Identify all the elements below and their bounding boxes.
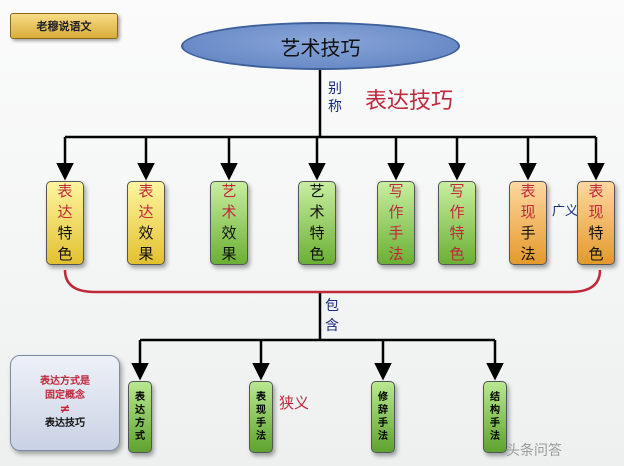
node-top-5-line1-char: 作 [388,203,404,221]
node-top-7-line2-char: 手 [520,224,536,242]
node-top-3: 艺术效果 [210,181,248,265]
node-bottom-1-char: 表 [135,392,145,403]
broad-label: 广义 [552,204,579,219]
note-line1: 表达方式是 [40,376,90,387]
note-box: 表达方式是 固定概念 ≠ 表达技巧 [10,355,120,451]
grouping-brace [63,269,602,294]
node-top-3-line2-char: 效 [221,224,237,242]
node-bottom-1: 表达方式 [128,381,152,453]
node-top-7: 表现手法 [509,181,547,265]
node-top-2-line1-char: 表 [138,182,154,200]
node-top-1-line1-char: 达 [57,203,73,221]
not-equal-sign: ≠ [59,402,71,417]
node-top-5-line2-char: 法 [388,245,404,263]
node-top-6: 写作特色 [438,181,476,265]
node-top-2: 表达效果 [127,181,165,265]
node-bottom-3-char: 修 [378,392,388,403]
node-bottom-4-char: 法 [490,431,500,442]
node-bottom-2-char: 法 [256,431,266,442]
node-top-2-line2-char: 效 [138,224,154,242]
node-top-5-line2-char: 手 [388,224,404,242]
node-top-3-line2-char: 果 [221,245,237,263]
node-top-3-line1-char: 艺 [221,182,237,200]
node-top-8-line1-char: 现 [588,203,604,221]
node-top-8-line2-char: 特 [588,224,604,242]
node-top-1-line2-char: 色 [57,245,73,263]
node-bottom-1-char: 式 [135,431,145,442]
note-line3: 表达技巧 [45,418,85,429]
node-top-7-line1-char: 现 [520,203,536,221]
node-top-4: 艺术特色 [298,181,336,265]
node-bottom-3-char: 辞 [378,405,388,416]
narrow-label: 狭义 [279,394,310,412]
note-line2: 固定概念 [45,390,85,401]
alias-title: 表达技巧 [365,89,454,114]
node-top-1-line2-char: 特 [57,224,73,242]
node-bottom-4-char: 结 [490,392,500,403]
node-top-7-line2-char: 法 [520,245,536,263]
node-top-2-line1-char: 达 [138,203,154,221]
node-top-4-line1-char: 艺 [309,182,325,200]
node-top-4-line1-char: 术 [309,203,325,221]
node-bottom-4-char: 构 [490,405,500,416]
root-node: 艺术技巧 [181,22,460,70]
node-top-5-line1-char: 写 [388,182,404,200]
node-bottom-1-char: 方 [135,418,145,429]
node-top-2-line2-char: 果 [138,245,154,263]
node-bottom-2-char: 现 [256,405,266,416]
node-top-6-line1-char: 写 [449,182,465,200]
node-top-8: 表现特色 [577,181,615,265]
node-bottom-2-char: 手 [256,418,266,429]
root-label: 艺术技巧 [280,35,361,60]
node-top-1: 表达特色 [46,181,84,265]
node-top-4-line2-char: 色 [309,245,325,263]
node-bottom-3-char: 手 [378,418,388,429]
node-top-8-line2-char: 色 [588,245,604,263]
node-bottom-4-char: 手 [490,418,500,429]
watermark: 头条问答 [506,443,562,459]
node-top-6-line1-char: 作 [449,203,465,221]
alias-label: 别称 [328,81,342,115]
node-bottom-4: 结构手法 [483,381,507,453]
author-tag: 老穆说语文 [10,13,118,39]
node-top-7-line1-char: 表 [520,182,536,200]
node-top-6-line2-char: 色 [449,245,465,263]
node-top-8-line1-char: 表 [588,182,604,200]
node-bottom-2: 表现手法 [249,381,273,453]
node-top-6-line2-char: 特 [449,224,465,242]
node-top-3-line1-char: 术 [221,203,237,221]
node-top-4-line2-char: 特 [309,224,325,242]
contains-label: 包含 [325,298,339,334]
node-bottom-3: 修辞手法 [371,381,395,453]
node-bottom-2-char: 表 [256,392,266,403]
node-top-5: 写作手法 [377,181,415,265]
node-top-1-line1-char: 表 [57,182,73,200]
node-bottom-3-char: 法 [378,431,388,442]
node-bottom-1-char: 达 [135,405,145,416]
